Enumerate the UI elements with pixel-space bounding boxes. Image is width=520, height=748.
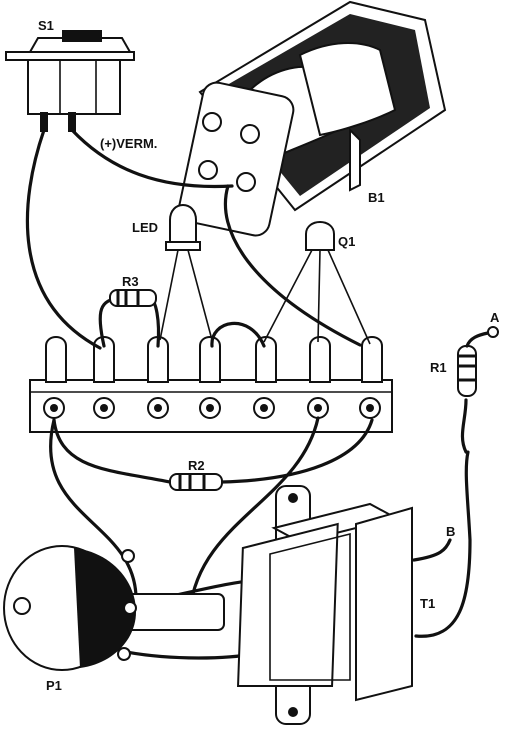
label-a: A [490,310,500,325]
label-r3: R3 [122,274,139,289]
label-verm: (+)VERM. [100,136,157,151]
label-s1: S1 [38,18,54,33]
potentiometer-p1 [3,545,225,671]
label-led: LED [132,220,158,235]
resistor-r1 [457,326,499,397]
led [159,204,213,341]
label-r2: R2 [188,458,205,473]
label-q1: Q1 [338,234,355,249]
label-t1: T1 [420,596,435,611]
battery-holder-b1 [178,0,447,237]
wires [25,128,472,660]
terminal-lugs [45,336,383,383]
switch-s1 [5,30,135,132]
label-b: B [446,524,455,539]
terminal-screws [43,397,381,419]
label-r1: R1 [430,360,447,375]
transistor-q1 [263,221,371,345]
label-b1: B1 [368,190,385,205]
resistor-r2 [169,473,223,491]
resistor-r3 [109,289,157,307]
label-p1: P1 [46,678,62,693]
transformer-t1 [237,485,413,725]
